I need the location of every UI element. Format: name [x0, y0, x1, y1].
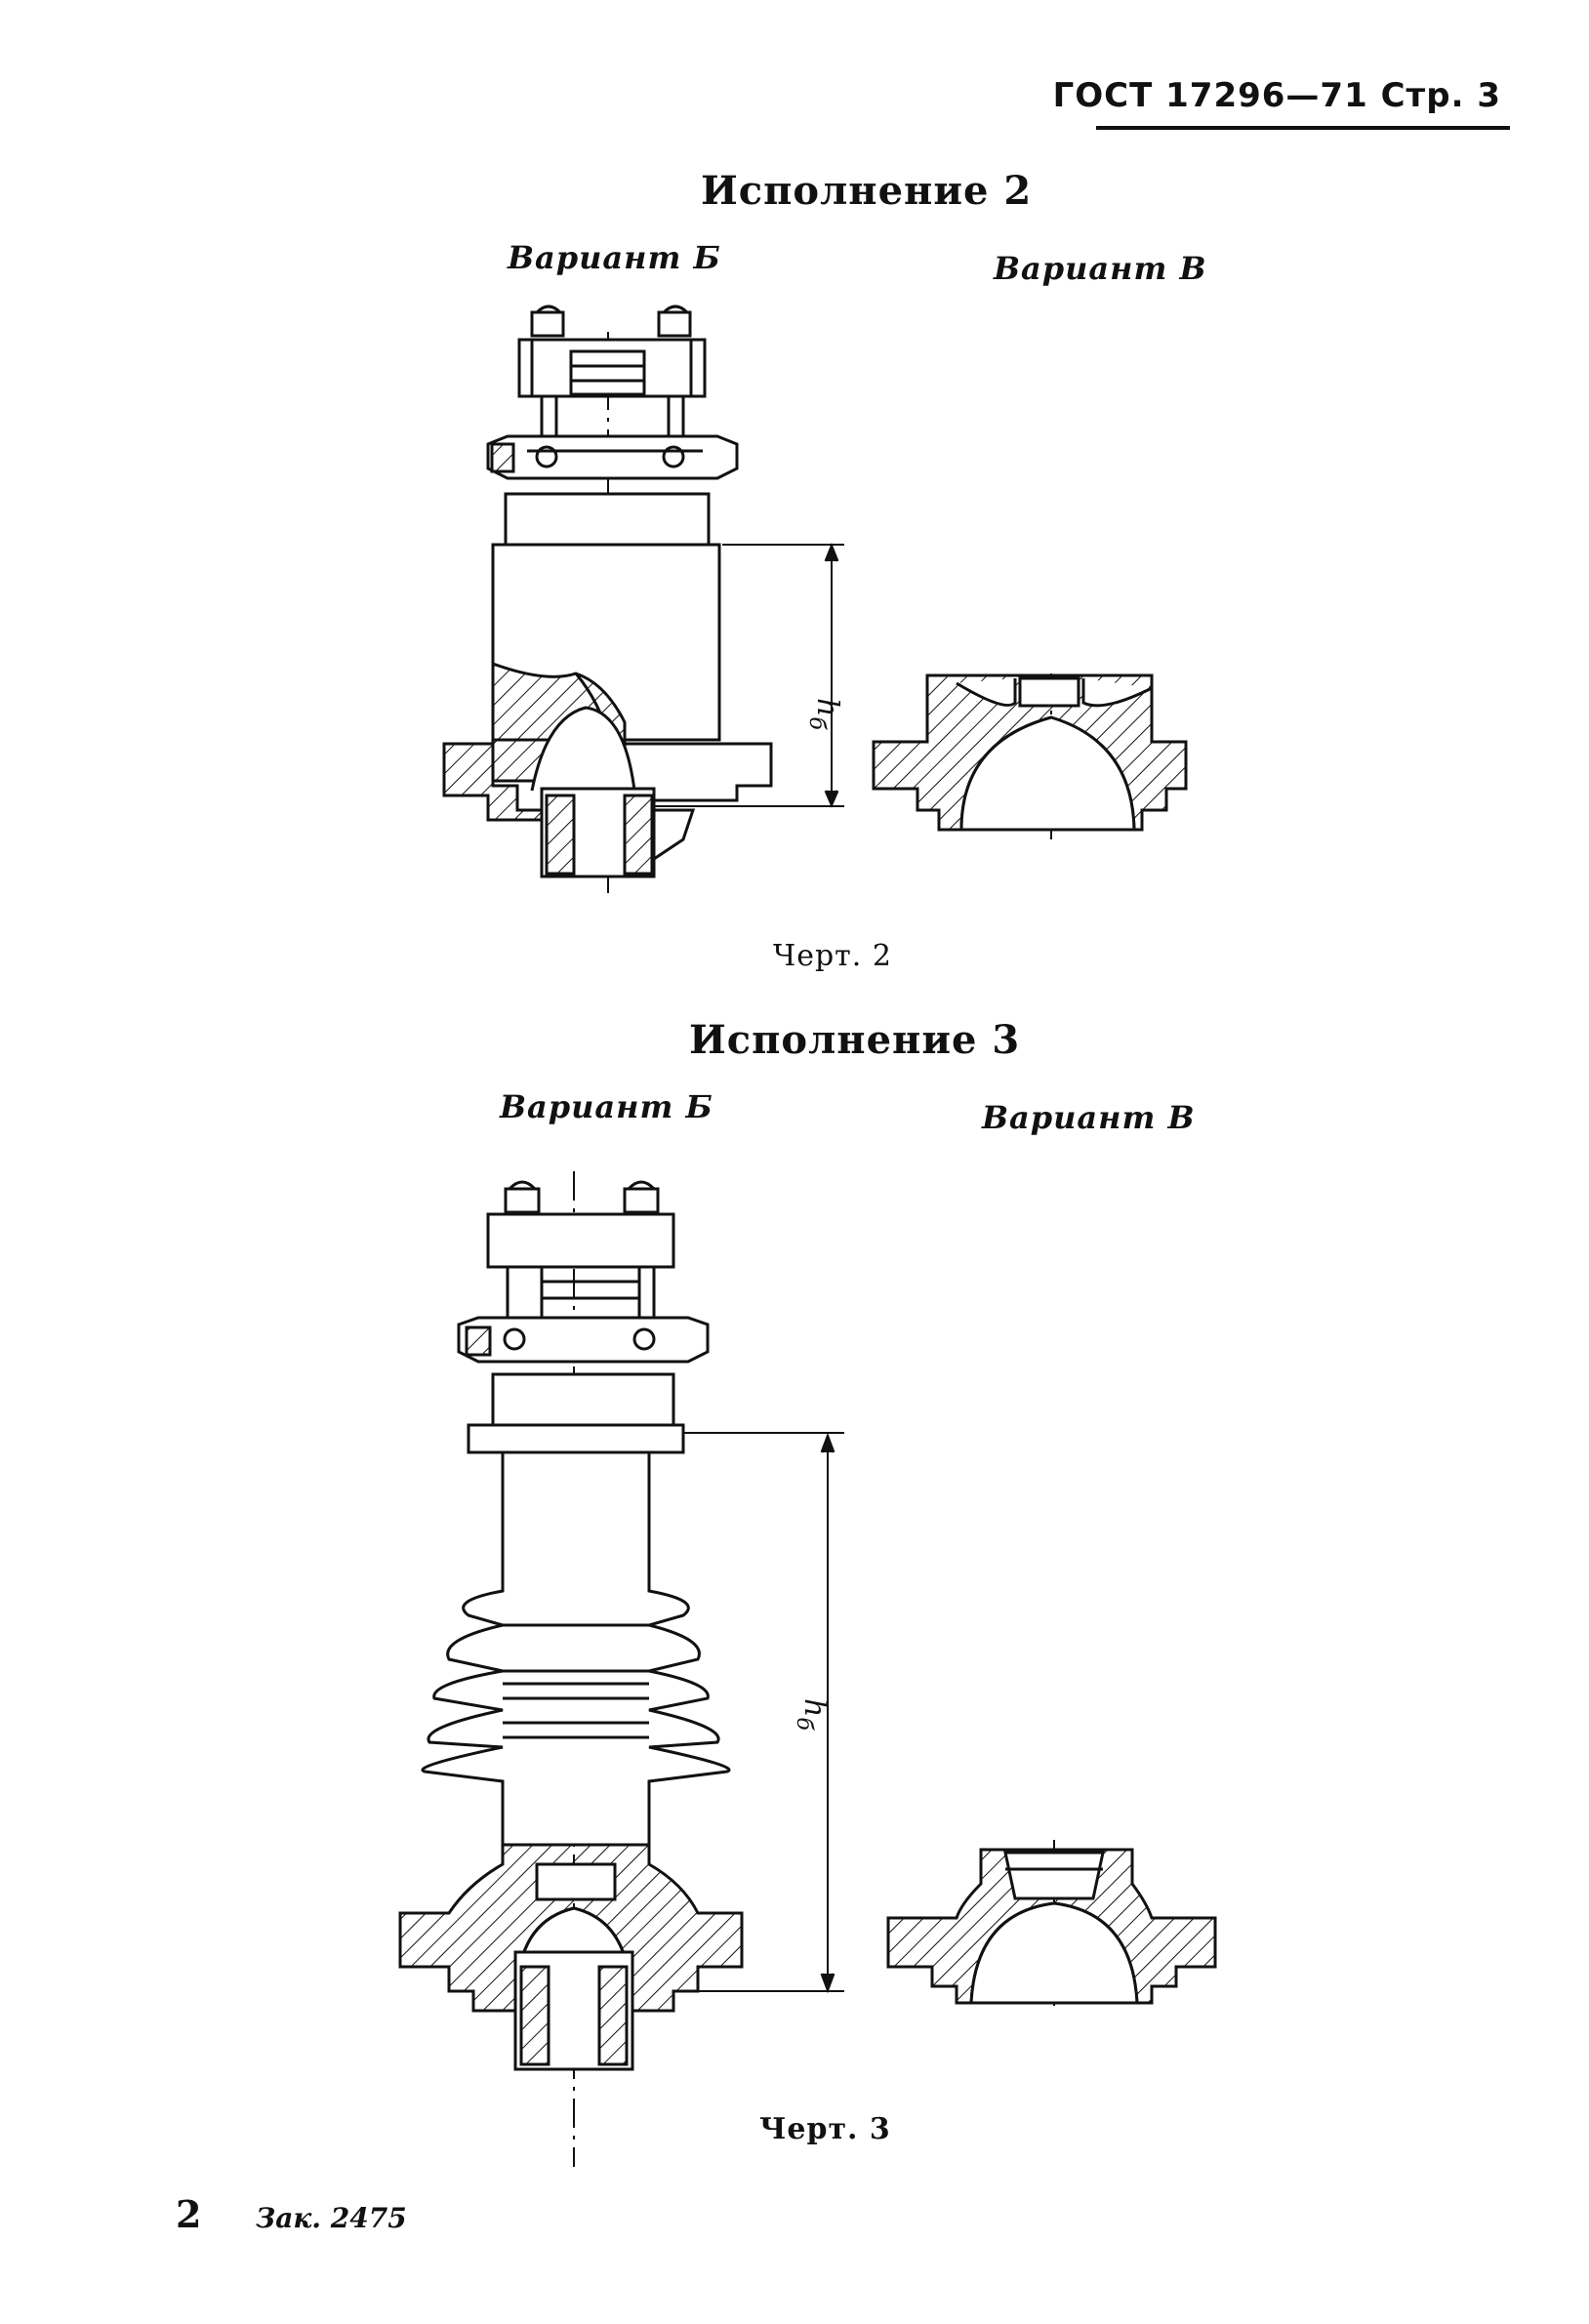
drawing3-variant-b [398, 1171, 844, 2167]
drawing2-variant-b [442, 305, 844, 893]
section3-variant-v-label: Вариант В [982, 1099, 1196, 1136]
section2-variant-b-label: Вариант Б [508, 239, 721, 276]
drawing2-variant-v [872, 673, 1188, 839]
section2-dimension-label: hб [804, 698, 844, 730]
section3-dimension-label: hб [792, 1698, 832, 1731]
section3-variant-b-label: Вариант Б [500, 1088, 713, 1125]
section2-title: Исполнение 2 [701, 168, 1033, 214]
order-number: Зак. 2475 [256, 2202, 407, 2234]
section2-caption: Черт. 2 [773, 939, 892, 973]
page-header: ГОСТ 17296—71 Стр. 3 [1052, 76, 1501, 115]
header-rule [1096, 126, 1510, 130]
section3-caption: Черт. 3 [759, 2112, 891, 2146]
section2-variant-v-label: Вариант В [994, 250, 1207, 287]
page-number: 2 [176, 2192, 202, 2236]
drawing3-variant-v [886, 1840, 1217, 2006]
section3-title: Исполнение 3 [689, 1017, 1021, 1063]
